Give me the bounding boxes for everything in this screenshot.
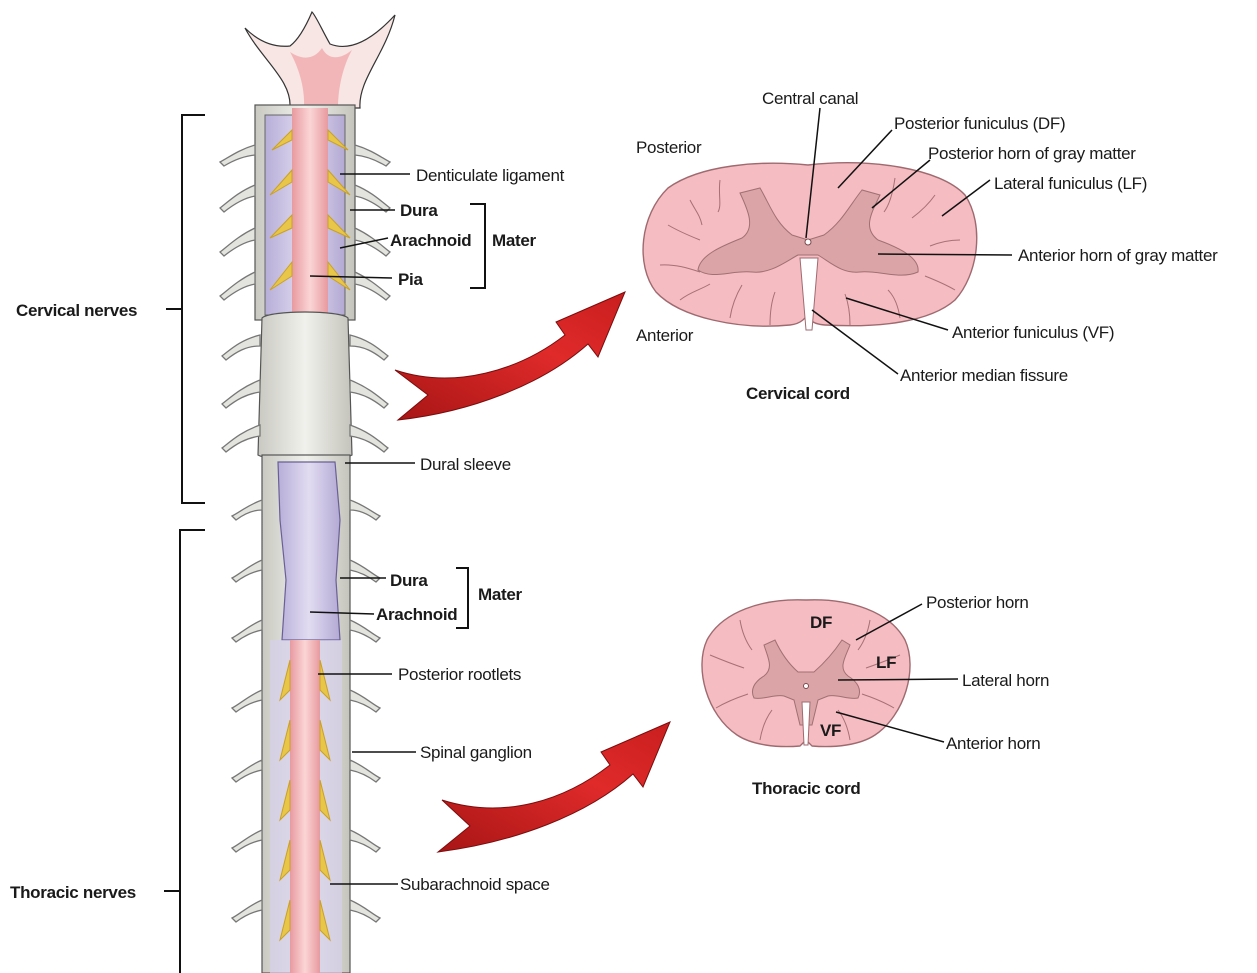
spinal-column-illustration (220, 12, 395, 973)
label-posterior: Posterior (636, 138, 702, 157)
label-thoracic-cord: Thoracic cord (752, 779, 861, 798)
label-dura-upper: Dura (400, 201, 438, 220)
nerves-upper-left (220, 145, 255, 300)
arrow-to-thoracic-cord (438, 722, 670, 852)
arrow-to-cervical-cord (395, 292, 625, 420)
cervical-central-canal (805, 239, 811, 245)
label-cervical-cord: Cervical cord (746, 384, 850, 403)
label-lf: LF (876, 653, 896, 672)
label-cervical-nerves: Cervical nerves (16, 301, 137, 320)
label-anterior-median-fissure: Anterior median fissure (900, 366, 1068, 385)
label-posterior-funiculus: Posterior funiculus (DF) (894, 114, 1065, 133)
label-subarachnoid-space: Subarachnoid space (400, 875, 550, 894)
label-lateral-funiculus: Lateral funiculus (LF) (994, 174, 1147, 193)
label-pia: Pia (398, 270, 423, 289)
label-posterior-horn: Posterior horn (926, 593, 1029, 612)
label-anterior-horn: Anterior horn (946, 734, 1040, 753)
mater-bracket-upper (470, 204, 485, 288)
label-thoracic-nerves: Thoracic nerves (10, 883, 136, 902)
mater-bracket-lower (456, 568, 468, 628)
label-spinal-ganglion: Spinal ganglion (420, 743, 532, 762)
cervical-cord-section (643, 163, 977, 330)
cervical-bracket (182, 115, 205, 503)
label-mater-lower: Mater (478, 585, 523, 604)
label-anterior-funiculus: Anterior funiculus (VF) (952, 323, 1114, 342)
label-dura-lower: Dura (390, 571, 428, 590)
cord-lower (290, 640, 320, 973)
label-central-canal: Central canal (762, 89, 858, 108)
label-arachnoid-upper: Arachnoid (390, 231, 471, 250)
thoracic-median-fissure (802, 702, 810, 745)
label-posterior-horn-gray: Posterior horn of gray matter (928, 144, 1136, 163)
label-df: DF (810, 613, 832, 632)
label-anterior-horn-gray: Anterior horn of gray matter (1018, 246, 1218, 265)
label-lateral-horn: Lateral horn (962, 671, 1049, 690)
label-arachnoid-lower: Arachnoid (376, 605, 457, 624)
cord-upper (292, 108, 328, 318)
label-denticulate-ligament: Denticulate ligament (416, 166, 565, 185)
dura-closed-segment (258, 312, 352, 460)
thoracic-central-canal (804, 684, 809, 689)
label-mater-upper: Mater (492, 231, 537, 250)
label-dural-sleeve: Dural sleeve (420, 455, 511, 474)
label-vf: VF (820, 721, 841, 740)
label-anterior: Anterior (636, 326, 694, 345)
label-posterior-rootlets: Posterior rootlets (398, 665, 521, 684)
thoracic-bracket (180, 530, 205, 973)
